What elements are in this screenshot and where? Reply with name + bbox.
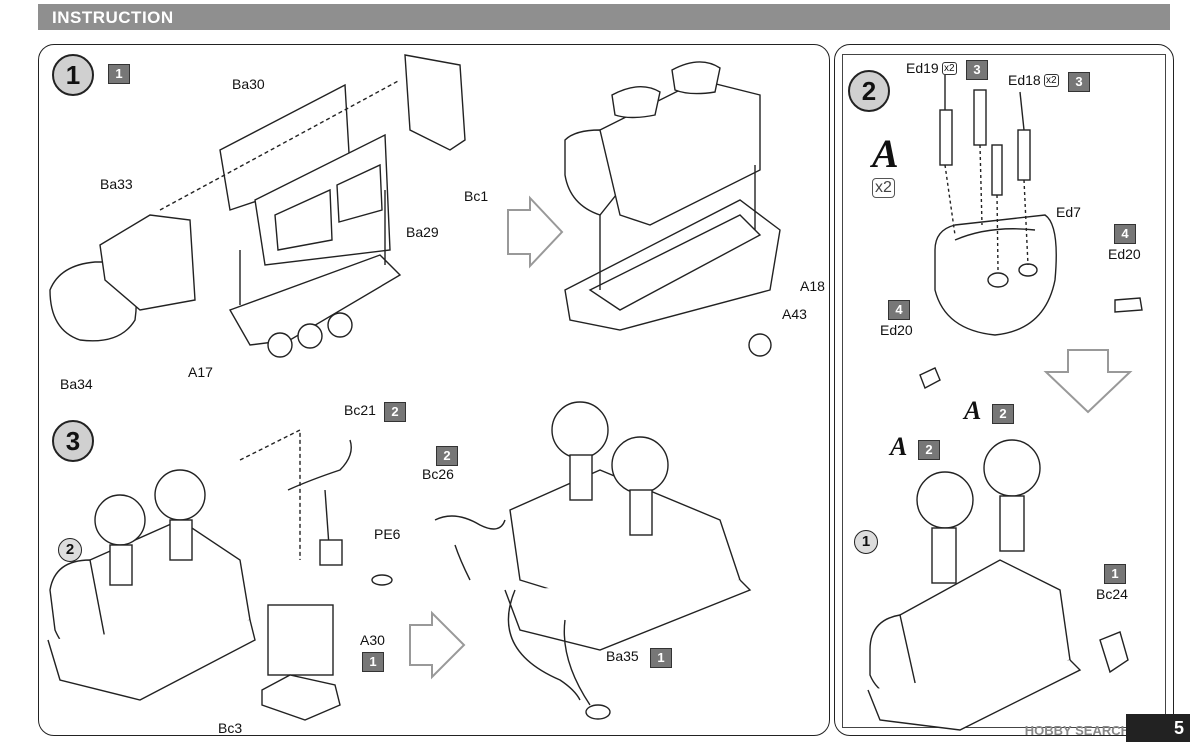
- label-ed19: Ed19: [906, 60, 939, 76]
- ed19-multiplier: x2: [942, 62, 957, 75]
- letter-a-big: A: [872, 131, 899, 176]
- a-upper-box: 2: [992, 404, 1014, 424]
- step-1-number: 1: [52, 54, 94, 96]
- letter-a-upper: A: [964, 396, 982, 425]
- label-bc24: Bc24: [1096, 586, 1128, 602]
- letter-a-lower: A: [890, 432, 908, 461]
- ed18-multiplier: x2: [1044, 74, 1059, 87]
- label-a43: A43: [782, 306, 807, 322]
- label-ed18: Ed18: [1008, 72, 1041, 88]
- ed20-right-box: 4: [1114, 224, 1136, 244]
- label-ed20-right: Ed20: [1108, 246, 1141, 262]
- label-ba29: Ba29: [406, 224, 439, 240]
- label-a30: A30: [360, 632, 385, 648]
- label-pe6: PE6: [374, 526, 401, 542]
- label-a17: A17: [188, 364, 213, 380]
- ed20-left-box: 4: [888, 300, 910, 320]
- ed19-box: 3: [966, 60, 988, 80]
- step-2-number: 2: [848, 70, 890, 112]
- big-multiplier: x2: [872, 178, 895, 198]
- a30-box: 1: [362, 652, 384, 672]
- instruction-header: INSTRUCTION: [38, 4, 1170, 30]
- step-3-number: 3: [52, 420, 94, 462]
- label-a18: A18: [800, 278, 825, 294]
- sub-ref-2: 2: [58, 538, 82, 562]
- step-1-box: 1: [108, 64, 130, 84]
- label-ba33: Ba33: [100, 176, 133, 192]
- watermark: HOBBY SEARCH: [1024, 723, 1130, 738]
- bc26-box: 2: [436, 446, 458, 466]
- sub-ref-1: 1: [854, 530, 878, 554]
- label-bc1: Bc1: [464, 188, 489, 204]
- header-title: INSTRUCTION: [52, 8, 174, 27]
- label-ba34: Ba34: [60, 376, 93, 392]
- label-bc3: Bc3: [218, 720, 243, 736]
- label-ba30: Ba30: [232, 76, 265, 92]
- ed18-box: 3: [1068, 72, 1090, 92]
- label-ba35: Ba35: [606, 648, 639, 664]
- ba35-box: 1: [650, 648, 672, 668]
- a-lower-box: 2: [918, 440, 940, 460]
- label-ed7: Ed7: [1056, 204, 1081, 220]
- label-bc21: Bc21: [344, 402, 376, 418]
- page-number: 5: [1126, 714, 1190, 742]
- label-ed20-left: Ed20: [880, 322, 913, 338]
- bc24-box: 1: [1104, 564, 1126, 584]
- label-bc26: Bc26: [422, 466, 454, 482]
- bc21-box: 2: [384, 402, 406, 422]
